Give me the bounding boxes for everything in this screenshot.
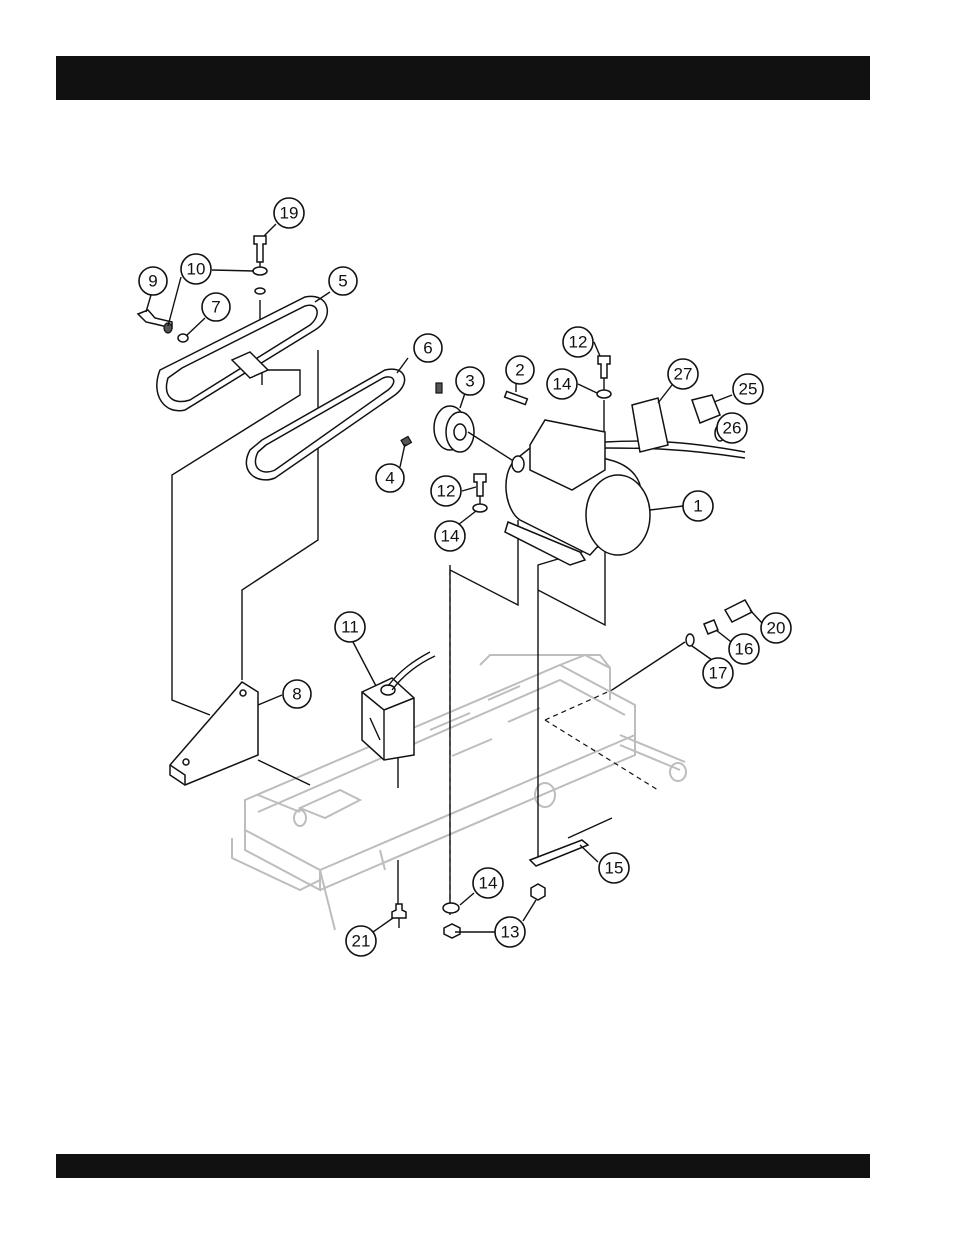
callout-3: 3 xyxy=(456,367,484,395)
callout-17-label: 17 xyxy=(709,664,728,683)
callout-12-mount: 12 xyxy=(431,476,461,506)
callout-14-mid: 14 xyxy=(435,521,465,551)
callout-12-motor-label: 12 xyxy=(569,333,588,352)
callout-7: 7 xyxy=(202,293,230,321)
belt-guard xyxy=(157,296,328,410)
callout-14-top: 14 xyxy=(547,369,577,399)
callout-7-label: 7 xyxy=(211,298,220,317)
callout-10: 10 xyxy=(181,254,211,284)
callout-6-label: 6 xyxy=(423,339,432,358)
callout-16-label: 16 xyxy=(735,640,754,659)
callout-17: 17 xyxy=(703,658,733,688)
callout-6: 6 xyxy=(414,334,442,362)
switch-box xyxy=(362,652,435,760)
callout-3-label: 3 xyxy=(465,372,474,391)
callout-26: 26 xyxy=(717,413,747,443)
callout-14-bottom: 14 xyxy=(473,868,503,898)
callout-8: 8 xyxy=(283,680,311,708)
callout-4-label: 4 xyxy=(385,469,394,488)
callout-15: 15 xyxy=(599,853,629,883)
mounting-bracket xyxy=(170,682,258,785)
callout-14-top-label: 14 xyxy=(553,375,572,394)
adjusting-strap xyxy=(530,818,612,866)
callout-12-mount-label: 12 xyxy=(437,482,456,501)
v-belt xyxy=(246,369,404,480)
callout-13: 13 xyxy=(495,917,525,947)
callout-14-bottom-label: 14 xyxy=(479,874,498,893)
callout-21-label: 21 xyxy=(352,932,371,951)
callout-5: 5 xyxy=(329,267,357,295)
callout-9: 9 xyxy=(139,267,167,295)
callout-12-motor: 12 xyxy=(563,327,593,357)
pulley xyxy=(401,383,515,462)
callout-21: 21 xyxy=(346,926,376,956)
callout-20: 20 xyxy=(761,613,791,643)
motor-key xyxy=(505,391,528,404)
callout-16: 16 xyxy=(729,634,759,664)
callout-19: 19 xyxy=(274,198,304,228)
callout-25-label: 25 xyxy=(739,380,758,399)
callout-25: 25 xyxy=(733,374,763,404)
callout-13-label: 13 xyxy=(501,923,520,942)
callout-8-label: 8 xyxy=(292,685,301,704)
callout-27: 27 xyxy=(668,359,698,389)
callout-11-label: 11 xyxy=(341,618,359,637)
callout-4: 4 xyxy=(376,464,404,492)
callout-20-label: 20 xyxy=(767,619,786,638)
callout-2-label: 2 xyxy=(515,361,524,380)
callout-27-label: 27 xyxy=(674,365,693,384)
callout-10-label: 10 xyxy=(187,260,206,279)
callout-19-label: 19 xyxy=(280,204,299,223)
callout-1-label: 1 xyxy=(693,497,702,516)
callout-9-label: 9 xyxy=(148,272,157,291)
callout-11: 11 xyxy=(335,612,365,642)
callout-15-label: 15 xyxy=(605,859,624,878)
callout-2: 2 xyxy=(506,356,534,384)
callout-5-label: 5 xyxy=(338,272,347,291)
callout-1: 1 xyxy=(683,491,713,521)
callout-26-label: 26 xyxy=(723,419,742,438)
callout-14-mid-label: 14 xyxy=(441,527,460,546)
